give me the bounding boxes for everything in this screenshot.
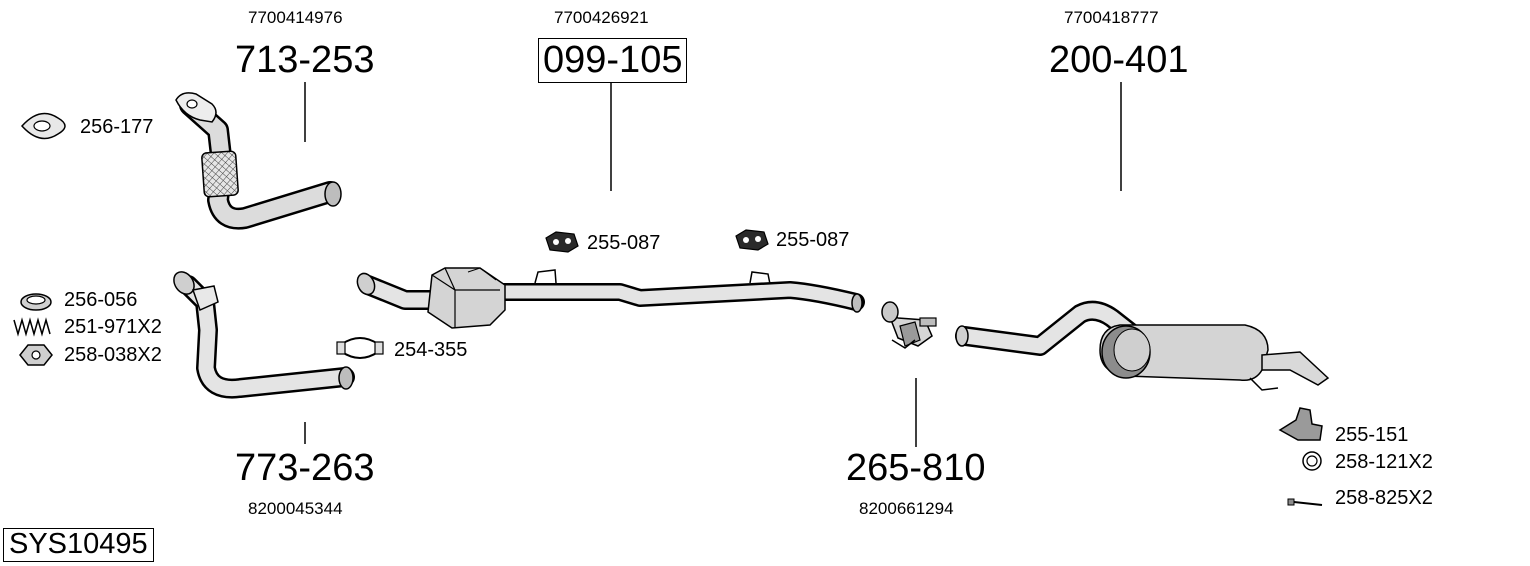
pipe-connector-clamp-icon xyxy=(881,301,937,349)
rubber-mount-icon xyxy=(545,231,579,253)
clamp-icon xyxy=(336,337,384,359)
accessory-label-258-121X2[interactable]: 258-121X2 xyxy=(1335,451,1433,473)
part-number-200-401[interactable]: 200-401 xyxy=(1049,39,1189,81)
accessory-label-258-038X2[interactable]: 258-038X2 xyxy=(64,344,162,366)
oem-number-773-263: 8200045344 xyxy=(248,499,343,518)
rear-silencer-icon xyxy=(955,300,1330,391)
ring-gasket-icon xyxy=(20,293,52,311)
rubber-mount-icon xyxy=(735,229,769,251)
part-number-265-810[interactable]: 265-810 xyxy=(846,447,986,489)
accessory-label-255-087-b[interactable]: 255-087 xyxy=(776,229,850,251)
flange-gasket-icon xyxy=(20,112,66,140)
part-number-773-263[interactable]: 773-263 xyxy=(235,447,375,489)
bracket-icon xyxy=(1278,407,1323,441)
accessory-label-254-355[interactable]: 254-355 xyxy=(394,339,468,361)
front-pipe-icon xyxy=(173,271,355,399)
leader-lines xyxy=(304,82,1122,447)
accessory-label-255-087-a[interactable]: 255-087 xyxy=(587,232,661,254)
part-number-713-253[interactable]: 713-253 xyxy=(235,39,375,81)
front-pipe-flexi-icon xyxy=(175,92,342,230)
oem-number-713-253: 7700414976 xyxy=(248,8,343,27)
part-number-099-105[interactable]: 099-105 xyxy=(538,38,688,83)
bolt-icon xyxy=(1287,498,1323,506)
spring-icon xyxy=(13,317,51,337)
oem-number-099-105: 7700426921 xyxy=(554,8,649,27)
system-code: SYS10495 xyxy=(3,528,154,562)
accessory-label-258-825X2[interactable]: 258-825X2 xyxy=(1335,487,1433,509)
accessory-label-255-151[interactable]: 255-151 xyxy=(1335,424,1409,446)
washer-icon xyxy=(1302,451,1322,471)
oem-number-265-810: 8200661294 xyxy=(859,499,954,518)
catalytic-converter-pipe-icon xyxy=(356,267,865,329)
oem-number-200-401: 7700418777 xyxy=(1064,8,1159,27)
accessory-label-256-056[interactable]: 256-056 xyxy=(64,289,138,311)
accessory-label-256-177[interactable]: 256-177 xyxy=(80,116,154,138)
hex-nut-icon xyxy=(19,344,53,366)
accessory-label-251-971X2[interactable]: 251-971X2 xyxy=(64,316,162,338)
